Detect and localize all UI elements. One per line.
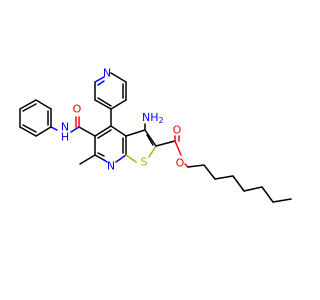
amino-group-label: NH2: [142, 111, 164, 125]
amide-nitrogen-label: N: [61, 121, 69, 134]
amide-oxygen-label: O: [73, 103, 82, 116]
ester-group: [155, 135, 189, 168]
thiophene-sulfur-label: S: [141, 156, 148, 169]
amide-hydrogen-label: H: [61, 131, 69, 144]
thiophene-ring: [125, 129, 157, 163]
molecule-structure: N N S NH2 O O: [19, 67, 292, 203]
octyl-chain: [187, 164, 292, 203]
methyl-bond: [79, 154, 96, 165]
central-pyridine-ring: [94, 125, 127, 163]
amide-group: [50, 116, 96, 137]
ester-oxygen-label: O: [176, 157, 185, 170]
ring-nitrogen-label: N: [107, 160, 115, 173]
ester-carbonyl-oxygen-label: O: [173, 124, 182, 137]
phenyl-ring: [19, 99, 52, 137]
pyridine-nitrogen-label: N: [103, 67, 111, 80]
pyridinyl-ring: [94, 72, 127, 110]
